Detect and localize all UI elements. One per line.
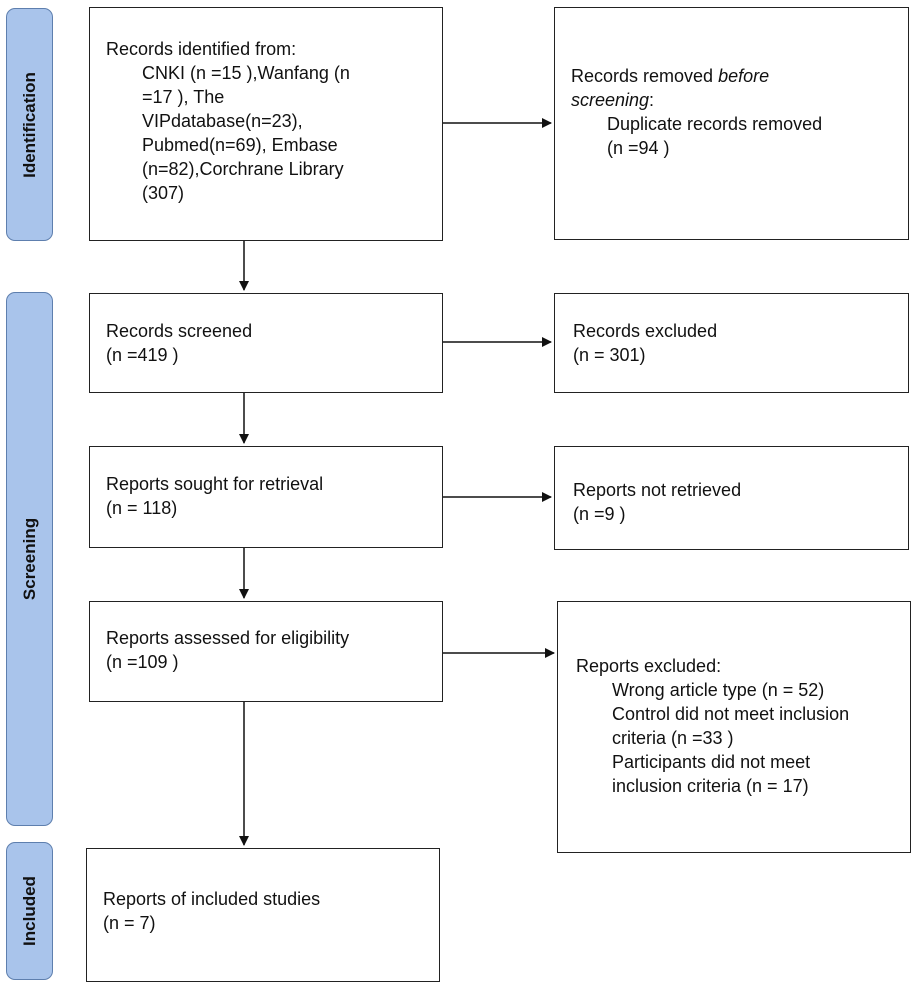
records-identified-line: CNKI (n =15 ),Wanfang (n [142, 63, 350, 83]
reports-excluded-reason: criteria (n =33 ) [612, 728, 734, 748]
records-removed-title-line2: screening: [571, 90, 655, 110]
duplicate-records-label: Duplicate records removed [607, 114, 823, 134]
reports-excluded-reason: Control did not meet inclusion [612, 704, 850, 724]
records-identified-line: =17 ), The [142, 87, 225, 107]
records-identified-line: (n=82),Corchrane Library [142, 159, 344, 179]
reports-sought-count: (n = 118) [106, 498, 178, 518]
records-identified-line: Pubmed(n=69), Embase [142, 135, 338, 155]
reports-assessed-count: (n =109 ) [106, 652, 179, 672]
reports-excluded-box: Reports excluded: Wrong article type (n … [557, 601, 911, 853]
reports-not-retrieved-box: Reports not retrieved (n =9 ) [554, 446, 909, 550]
reports-excluded-reason: Participants did not meet [612, 752, 811, 772]
reports-sought-box: Reports sought for retrieval (n = 118) [89, 446, 443, 548]
phase-included-bar: Included [6, 842, 53, 980]
records-screened-title: Records screened [106, 321, 253, 341]
included-studies-count: (n = 7) [103, 913, 156, 933]
records-screened-box: Records screened (n =419 ) [89, 293, 443, 393]
phase-identification-bar: Identification [6, 8, 53, 241]
included-studies-title: Reports of included studies [103, 889, 321, 909]
records-removed-title: Records removed before [571, 66, 770, 86]
records-excluded-box: Records excluded (n = 301) [554, 293, 909, 393]
records-screened-count: (n =419 ) [106, 345, 179, 365]
records-identified-title: Records identified from: [106, 39, 297, 59]
duplicate-records-count: (n =94 ) [607, 138, 670, 158]
reports-sought-title: Reports sought for retrieval [106, 474, 324, 494]
reports-excluded-reason: Wrong article type (n = 52) [612, 680, 825, 700]
records-removed-box: Records removed before screening: Duplic… [554, 7, 909, 240]
reports-not-retrieved-count: (n =9 ) [573, 504, 626, 524]
records-identified-line: (307) [142, 183, 185, 203]
reports-not-retrieved-title: Reports not retrieved [573, 480, 742, 500]
records-excluded-title: Records excluded [573, 321, 718, 341]
records-identified-box: Records identified from: CNKI (n =15 ),W… [89, 7, 443, 241]
reports-excluded-reason: inclusion criteria (n = 17) [612, 776, 809, 796]
reports-assessed-title: Reports assessed for eligibility [106, 628, 350, 648]
reports-assessed-box: Reports assessed for eligibility (n =109… [89, 601, 443, 702]
records-excluded-count: (n = 301) [573, 345, 646, 365]
included-studies-box: Reports of included studies (n = 7) [86, 848, 440, 982]
phase-screening-bar: Screening [6, 292, 53, 826]
reports-excluded-title: Reports excluded: [576, 656, 722, 676]
records-identified-line: VIPdatabase(n=23), [142, 111, 303, 131]
